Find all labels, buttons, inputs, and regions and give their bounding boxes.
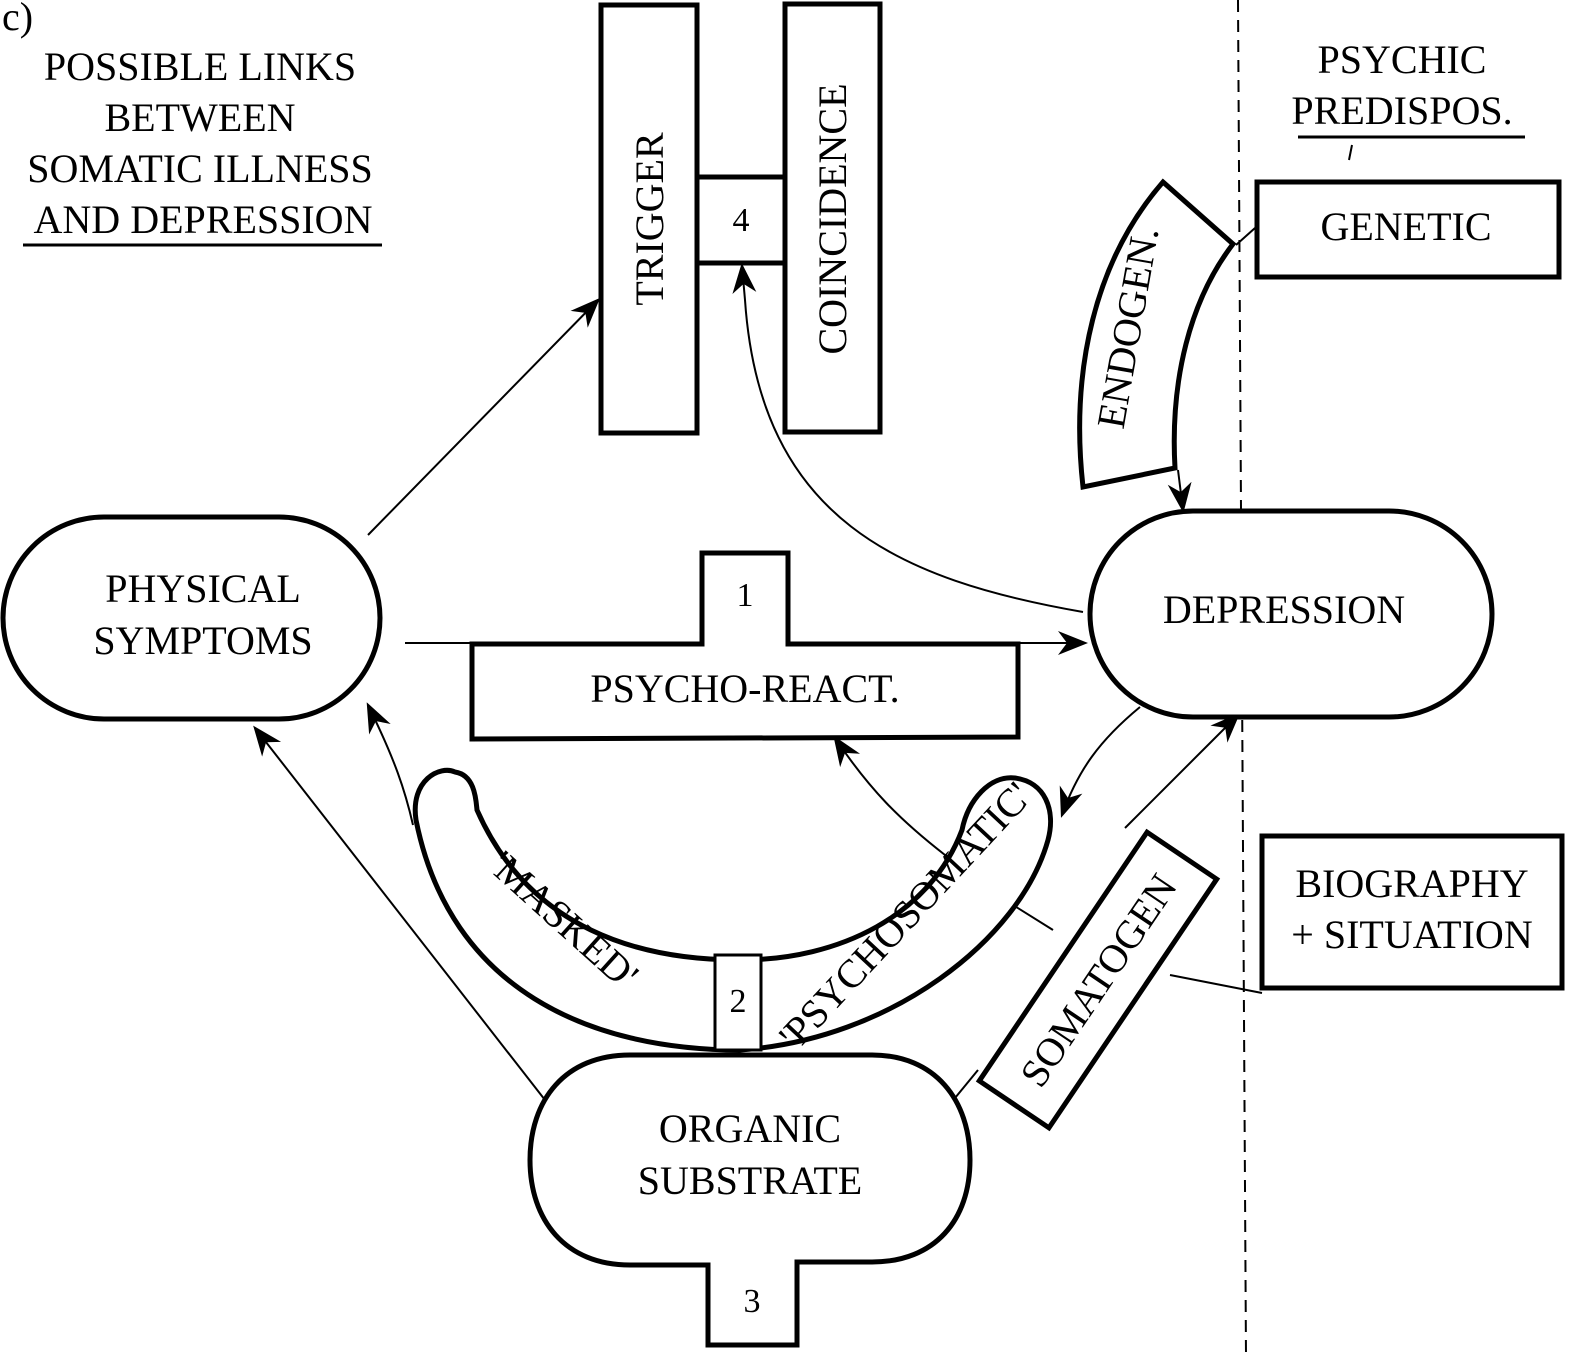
arrow-organic-to-physical (253, 725, 546, 1101)
organic-substrate-line-2: SUBSTRATE (638, 1158, 863, 1203)
organic-substrate-node: ORGANIC SUBSTRATE 3 (527, 1052, 973, 1348)
panel-label: c) (2, 0, 33, 39)
line-genetic-to-endogen (1235, 227, 1256, 246)
link-number-1: 1 (737, 577, 754, 614)
title-line-1: POSSIBLE LINKS (44, 44, 356, 89)
endogen-band: ENDOGEN. (1077, 178, 1237, 491)
link-number-4: 4 (733, 202, 750, 239)
arrow-masked-to-physical (366, 702, 414, 826)
link-number-2: 2 (730, 983, 747, 1020)
psychic-header-line-2: PREDISPOS. (1291, 88, 1512, 133)
genetic-label: GENETIC (1320, 204, 1491, 249)
genetic-box: GENETIC (1254, 179, 1562, 280)
coincidence-label: COINCIDENCE (810, 83, 855, 354)
arrow-endogen-to-depression (1167, 469, 1192, 513)
biography-situation-box: BIOGRAPHY + SITUATION (1259, 833, 1565, 991)
organic-substrate-line-1: ORGANIC (659, 1106, 841, 1151)
trigger-box: TRIGGER (598, 2, 700, 436)
physical-symptoms-line-2: SYMPTOMS (93, 618, 312, 663)
line-biography-to-somatogen (1169, 974, 1263, 994)
line-psychosomatic-to-somatogen (1012, 904, 1054, 931)
arrow-depression-to-link-4 (732, 263, 1084, 613)
depression-node: DEPRESSION (1087, 508, 1495, 720)
title-line-2: BETWEEN (104, 95, 295, 140)
arrow-somatogen-to-depression (1124, 712, 1241, 829)
header-tick-mark (1348, 144, 1353, 161)
coincidence-box: COINCIDENCE (782, 1, 883, 435)
biography-line-1: BIOGRAPHY (1295, 861, 1528, 906)
psycho-react-box: PSYCHO-REACT. 1 (469, 550, 1021, 742)
depression-label: DEPRESSION (1163, 587, 1405, 632)
arrow-depression-to-psychosomatic (1059, 706, 1141, 818)
psychic-header-line-1: PSYCHIC (1318, 37, 1487, 82)
title-line-4: AND DEPRESSION (34, 197, 373, 242)
line-organic-to-somatogen (954, 1069, 979, 1099)
link-4-connector: 4 (694, 174, 788, 266)
trigger-label: TRIGGER (627, 132, 672, 306)
diagram-title: POSSIBLE LINKS BETWEEN SOMATIC ILLNESS A… (23, 44, 382, 247)
arrow-physical-to-trigger (367, 297, 601, 536)
masked-psychosomatic-band: 'MASKED' 'PSYCHOSOMATIC' 2 (412, 767, 1054, 1058)
psychic-divider-line (1237, 0, 1247, 1358)
psycho-react-label: PSYCHO-REACT. (590, 666, 899, 711)
link-2-connector (713, 953, 763, 1052)
arrow-psychosomatic-to-psychoreact (833, 735, 946, 856)
title-line-3: SOMATIC ILLNESS (27, 146, 373, 191)
biography-line-2: + SITUATION (1291, 912, 1532, 957)
psychic-predispos-header: PSYCHIC PREDISPOS. (1291, 37, 1525, 161)
physical-symptoms-line-1: PHYSICAL (105, 566, 301, 611)
physical-symptoms-node: PHYSICAL SYMPTOMS (0, 514, 383, 722)
link-number-3: 3 (744, 1283, 761, 1320)
